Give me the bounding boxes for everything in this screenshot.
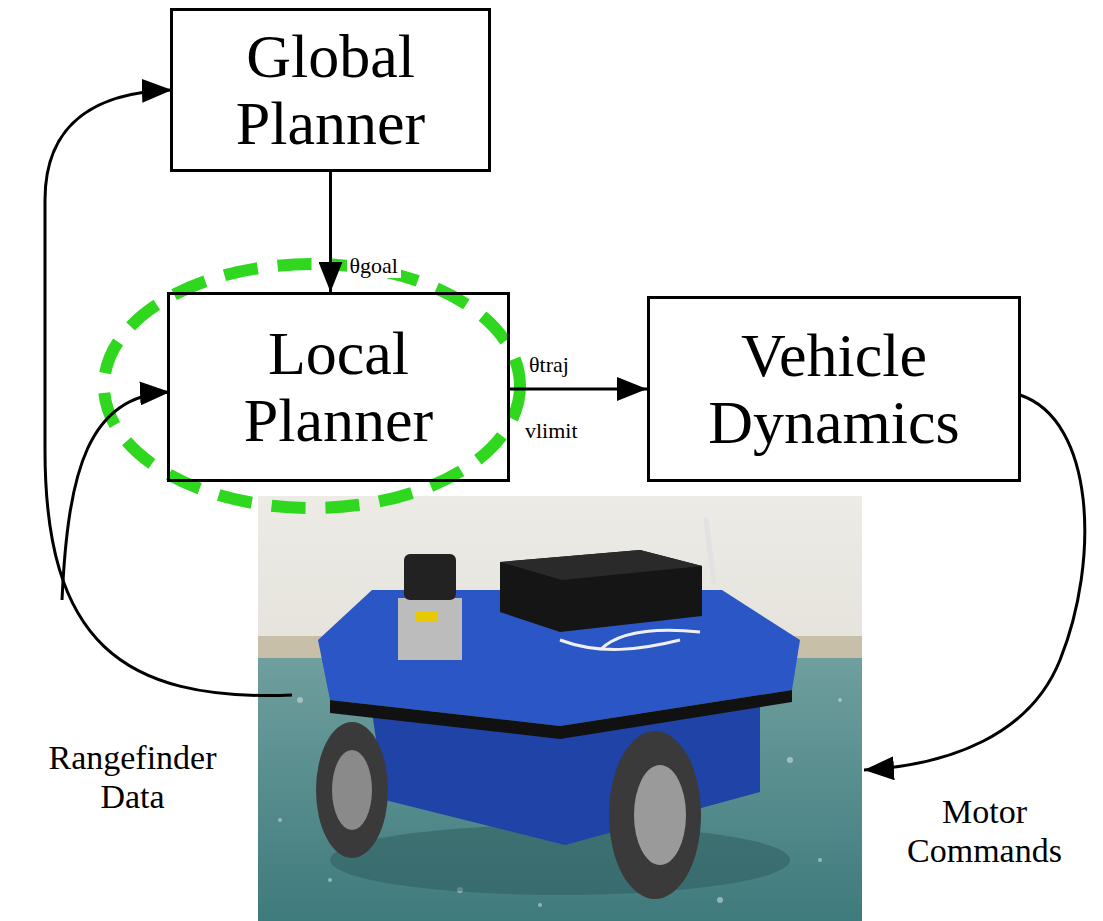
photo-wall [258,496,862,921]
robot-wheel-right [609,731,701,899]
highlight-ellipse [104,264,520,508]
rangefinder-sticker [416,612,438,621]
computer-box-top [500,550,702,580]
flow-label: Motor Commands [882,792,1087,870]
feedback-curve [62,392,170,600]
antenna [706,520,714,582]
signal-name: vlimit [522,418,581,443]
robot-cables [560,630,700,650]
process-box: Local Planner [167,292,510,482]
signal-name: θgoal [347,253,401,278]
flow-arrow [510,388,647,391]
process-box: Global Planner [170,8,491,172]
box-label: Global Planner [173,23,488,157]
signal-name: θtraj [526,352,572,377]
flow-arrow [329,172,332,292]
box-label: Vehicle Dynamics [650,322,1018,456]
flow-label: Rangefinder Data [15,738,250,816]
process-box: Vehicle Dynamics [647,296,1021,482]
rangefinder-head [404,554,456,600]
robot-hub-left [332,750,372,830]
robot-hub-right [634,765,686,865]
box-label: Local Planner [170,320,507,454]
robot-wheel-left [316,722,388,858]
computer-box [500,550,702,632]
robot-plate-edge [330,690,792,739]
rangefinder-base [398,598,462,660]
robot-photo [258,496,862,921]
